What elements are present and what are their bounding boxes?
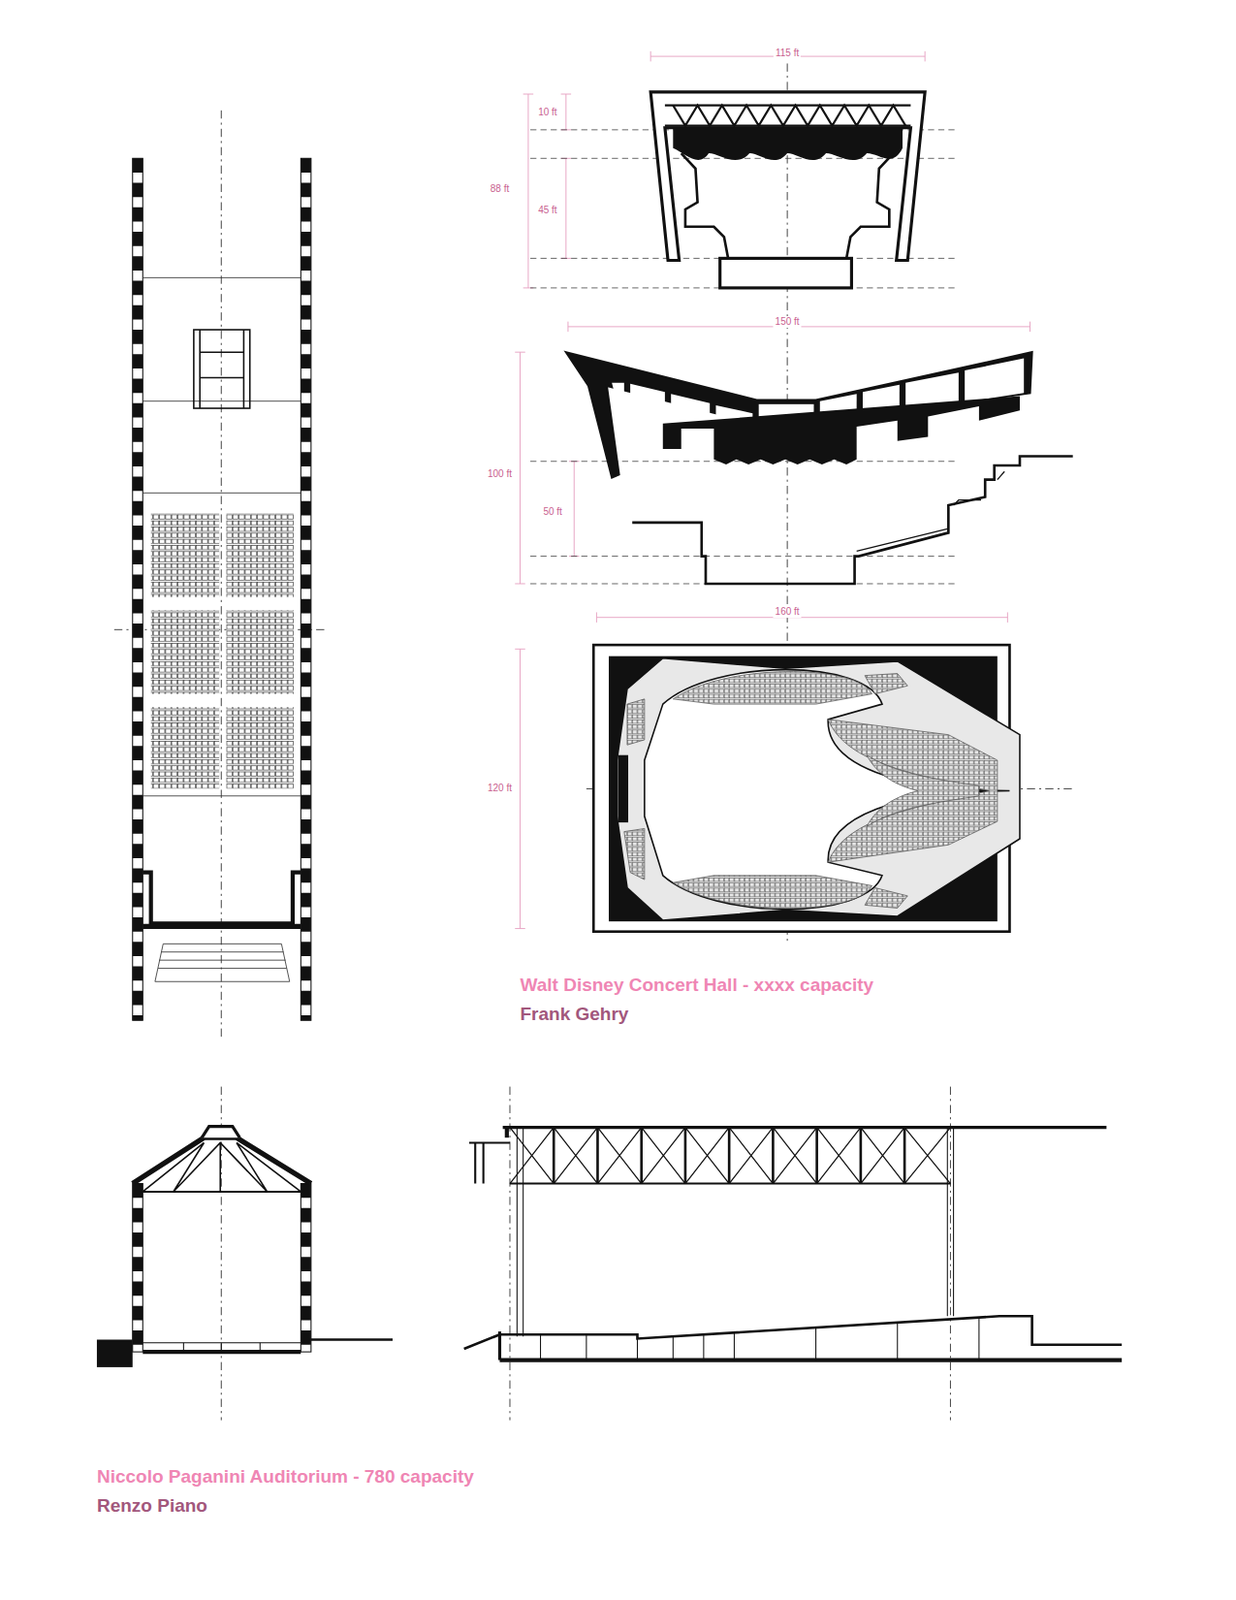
dimension-label: 150 ft [773, 316, 802, 328]
dimension-label: 10 ft [536, 106, 559, 119]
dimension-label: 50 ft [540, 506, 564, 518]
paganini-plan [132, 158, 312, 1020]
dimension-label: 100 ft [485, 468, 514, 480]
architect-name: Renzo Piano [96, 1494, 208, 1517]
disney-long-section [514, 321, 1073, 584]
dimension-label: 115 ft [773, 47, 801, 60]
disney-plan [514, 611, 1020, 931]
paganini-cross-section [96, 1126, 393, 1367]
project-caption: Walt Disney Concert Hall - xxxx capacity [520, 974, 875, 996]
architect-name: Frank Gehry [520, 1003, 630, 1025]
paganini-long-section [464, 1127, 1123, 1361]
dimension-label: 88 ft [488, 183, 511, 195]
dimension-label: 45 ft [536, 204, 559, 217]
project-caption: Niccolo Paganini Auditorium - 780 capaci… [96, 1465, 475, 1488]
dimension-label: 120 ft [485, 782, 514, 794]
dimension-label: 160 ft [773, 605, 802, 618]
disney-cross-section [523, 51, 959, 288]
